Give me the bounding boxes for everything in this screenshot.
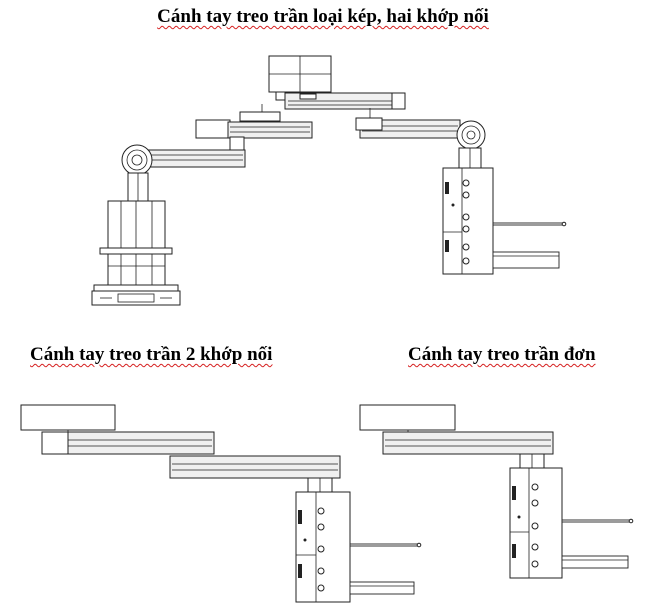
title-single-arm: Cánh tay treo trần đơn [408,344,596,365]
right-equipment-tower [442,167,567,275]
title-double-arm: Cánh tay treo trần loại kép, hai khớp nố… [157,6,489,27]
title-two-joint-arm: Cánh tay treo trần 2 khớp nối [30,344,273,365]
left-lower-arm [121,136,246,202]
left-equipment-tower [91,200,181,306]
double-arm-pendant [91,55,567,306]
right-upper-arm [355,108,486,169]
two-joint-pendant [20,404,422,603]
single-arm-pendant [359,404,634,579]
left-upper-arm [195,104,313,139]
top-main-arm [284,92,406,110]
